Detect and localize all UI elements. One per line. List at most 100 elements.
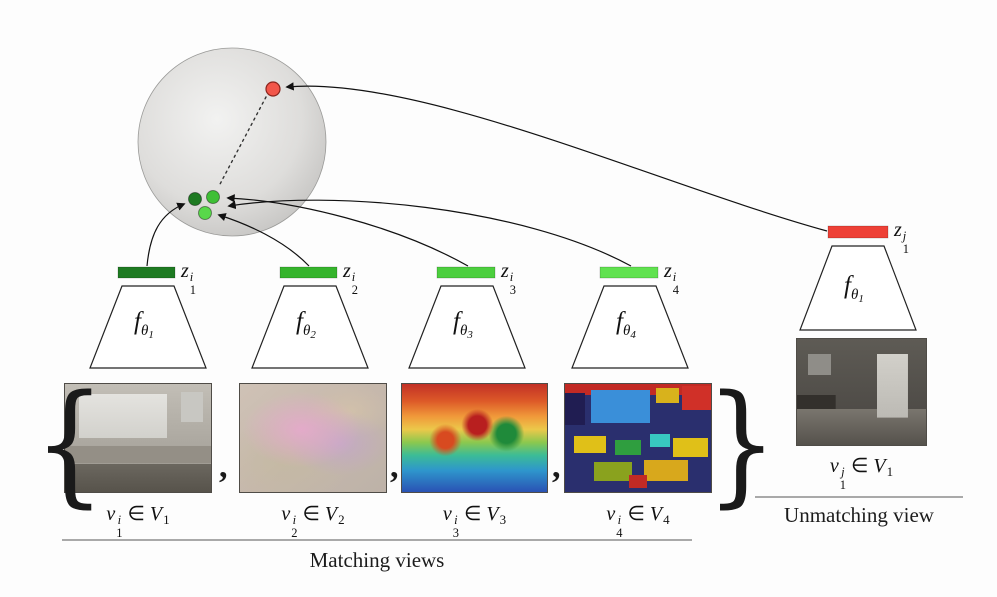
embedding-bar-z2 [279, 266, 338, 279]
v3-base: v [442, 503, 452, 525]
v4-sub: 4 [616, 526, 623, 541]
v4-set-sub: 4 [663, 512, 670, 527]
segmentation-patch [649, 433, 671, 447]
v1-set-sub: 1 [163, 512, 170, 527]
vj-sub: 1 [839, 478, 846, 493]
z4-sub: 4 [672, 283, 680, 298]
f4-base: f [616, 308, 623, 335]
embedding-bar-z1 [117, 266, 176, 279]
fj-index: 1 [858, 293, 864, 305]
negative-embedding-dot [265, 81, 281, 97]
v2-set: V [324, 503, 338, 525]
segmentation-patch [681, 386, 711, 410]
zj-sub: 1 [902, 242, 910, 257]
f3-theta: θ [459, 323, 468, 339]
encoder-trapezoid-1 [89, 285, 207, 369]
segmentation-patch [629, 474, 647, 488]
comma-3: , [552, 448, 561, 485]
unmatching-view-image [796, 338, 927, 446]
matching-view-image-segmentation [564, 383, 712, 493]
v1-base: v [106, 503, 116, 525]
f3-index: 3 [467, 329, 473, 341]
v4-base: v [606, 503, 616, 525]
encoder-label-1: fθ1 [134, 308, 154, 341]
embedding-bar-zj [827, 225, 889, 239]
arrow-z4-to-sphere [227, 199, 632, 267]
vj-set: V [873, 455, 886, 477]
zj-sup: j [902, 229, 907, 243]
f2-base: f [296, 308, 303, 335]
v3-set: V [486, 503, 499, 525]
embedding-sphere [137, 47, 327, 237]
v4-sup: i [617, 513, 622, 527]
comma-1: , [219, 448, 228, 485]
v1-set: V [149, 503, 163, 525]
distance-dashed-line [218, 96, 267, 187]
positive-embedding-dot-2 [206, 190, 220, 204]
v1-sup: i [117, 513, 122, 527]
segmentation-patch [643, 459, 688, 482]
z1-base: z [181, 260, 189, 282]
z2-base: z [343, 260, 351, 282]
z3-sup: i [509, 270, 514, 284]
fj-theta: θ [850, 287, 859, 303]
v2-base: v [281, 503, 291, 525]
f1-base: f [134, 308, 141, 335]
unmatching-view-caption: Unmatching view [784, 503, 934, 527]
z2-sub: 2 [351, 283, 359, 298]
v4-set: V [649, 503, 663, 525]
f1-index: 1 [148, 329, 154, 341]
z3-sub: 3 [509, 283, 517, 298]
v2-elem: ∈ [302, 503, 320, 525]
v2-sup: i [292, 513, 297, 527]
f2-theta: θ [302, 323, 311, 339]
segmentation-patch [594, 461, 633, 482]
vj-base: v [829, 455, 839, 477]
vj-set-sub: 1 [886, 464, 894, 479]
f4-index: 4 [630, 329, 636, 341]
z4-sup: i [672, 270, 677, 284]
arrow-z3-to-sphere [226, 194, 469, 267]
z2-sup: i [351, 270, 356, 284]
fj-base: f [844, 272, 851, 299]
encoder-trapezoid-4 [571, 285, 689, 369]
v1-sub: 1 [116, 526, 123, 541]
encoder-label-2: fθ2 [296, 308, 316, 341]
encoder-trapezoid-3 [408, 285, 526, 369]
embedding-bar-z4 [599, 266, 659, 279]
matching-view-image-depth [401, 383, 548, 493]
segmentation-patch [591, 390, 650, 423]
matching-view-image-feature [239, 383, 387, 493]
right-brace: } [706, 367, 778, 521]
matching-views-caption: Matching views [309, 548, 445, 572]
positive-embedding-dot-3 [198, 206, 212, 220]
embedding-bar-z3 [436, 266, 496, 279]
encoder-trapezoid-unmatching [799, 245, 917, 331]
segmentation-patch [565, 392, 586, 426]
arrow-zj-to-sphere [285, 82, 828, 232]
segmentation-patch [565, 384, 711, 395]
z1-sub: 1 [189, 283, 197, 298]
segmentation-patch [673, 438, 709, 458]
segmentation-patch [573, 435, 606, 454]
f1-theta: θ [140, 323, 149, 339]
z1-sup: i [189, 270, 194, 284]
vj-elem: ∈ [851, 455, 869, 477]
z4-base: z [664, 260, 672, 282]
v3-elem: ∈ [464, 503, 482, 525]
f4-theta: θ [622, 323, 631, 339]
v3-sup: i [454, 513, 458, 527]
segmentation-patch [614, 440, 641, 456]
f2-index: 2 [310, 329, 316, 341]
encoder-label-4: fθ4 [616, 308, 636, 341]
